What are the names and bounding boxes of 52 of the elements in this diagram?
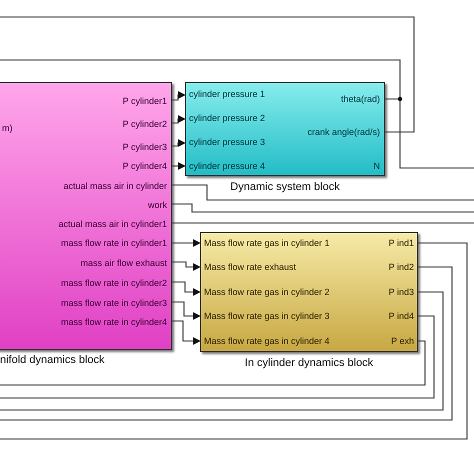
signal-line xyxy=(0,315,435,399)
signal-arrow xyxy=(172,281,201,296)
signal-arrow xyxy=(172,301,201,320)
port-label: P ind2 xyxy=(388,262,414,273)
port-label: P ind3 xyxy=(388,287,414,298)
port-label: P cylinder4 xyxy=(122,161,167,172)
port-label: mass flow rate in cylinder2 xyxy=(60,278,167,289)
port-label: P cylinder1 xyxy=(122,96,167,107)
port-label: theta(rad) xyxy=(340,94,380,105)
port-label: mass flow rate in cylinder3 xyxy=(60,298,167,309)
port-label: work xyxy=(148,200,167,211)
port-label: Mass flow rate exhaust xyxy=(204,262,296,273)
signal-line xyxy=(0,266,453,421)
port-label: P cylinder2 xyxy=(122,119,167,130)
port-label: P ind1 xyxy=(388,238,414,249)
signal-line xyxy=(172,184,474,201)
signal-line xyxy=(172,203,474,213)
port-label: cylinder pressure 4 xyxy=(189,161,266,172)
port-label: cylinder pressure 1 xyxy=(189,89,266,100)
port-label: P cylinder3 xyxy=(122,142,167,153)
signal-line xyxy=(0,291,444,411)
signal-arrow xyxy=(172,320,201,345)
port-label: N xyxy=(374,161,380,172)
port-label: P exh xyxy=(391,336,414,347)
signal-line xyxy=(0,340,426,386)
port-label: crank angle(rad/s) xyxy=(307,127,380,138)
port-label: m) xyxy=(2,123,12,134)
signal-arrow xyxy=(172,91,186,101)
port-label: cylinder pressure 2 xyxy=(189,113,266,124)
signal-arrow xyxy=(172,162,186,170)
signal-arrow xyxy=(172,261,201,271)
signal-line xyxy=(0,16,415,133)
port-label: mass air flow exhaust xyxy=(80,258,167,269)
port-label: Mass flow rate gas in cylinder 2 xyxy=(204,287,330,298)
signal-line xyxy=(172,222,474,224)
port-label: Mass flow rate gas in cylinder 1 xyxy=(204,238,330,249)
signal-arrow xyxy=(172,115,186,124)
port-label: mass flow rate in cylinder4 xyxy=(60,317,167,328)
port-label: actual mass air in cylinder1 xyxy=(58,219,167,230)
block-caption: In cylinder dynamics block xyxy=(244,357,374,370)
port-label: Mass flow rate gas in cylinder 4 xyxy=(204,336,330,347)
signal-arrow xyxy=(172,139,186,147)
port-label: actual mass air in cylinder xyxy=(63,181,167,192)
block-caption: nifold dynamics block xyxy=(0,354,105,367)
signal-arrow xyxy=(172,239,201,247)
port-label: cylinder pressure 3 xyxy=(189,137,266,148)
signal-line xyxy=(0,242,468,440)
port-label: Mass flow rate gas in cylinder 3 xyxy=(204,311,330,322)
port-label: mass flow rate in cylinder1 xyxy=(60,238,167,249)
signal-line xyxy=(0,59,401,100)
port-label: P ind4 xyxy=(388,311,414,322)
block-caption: Dynamic system block xyxy=(230,181,340,194)
